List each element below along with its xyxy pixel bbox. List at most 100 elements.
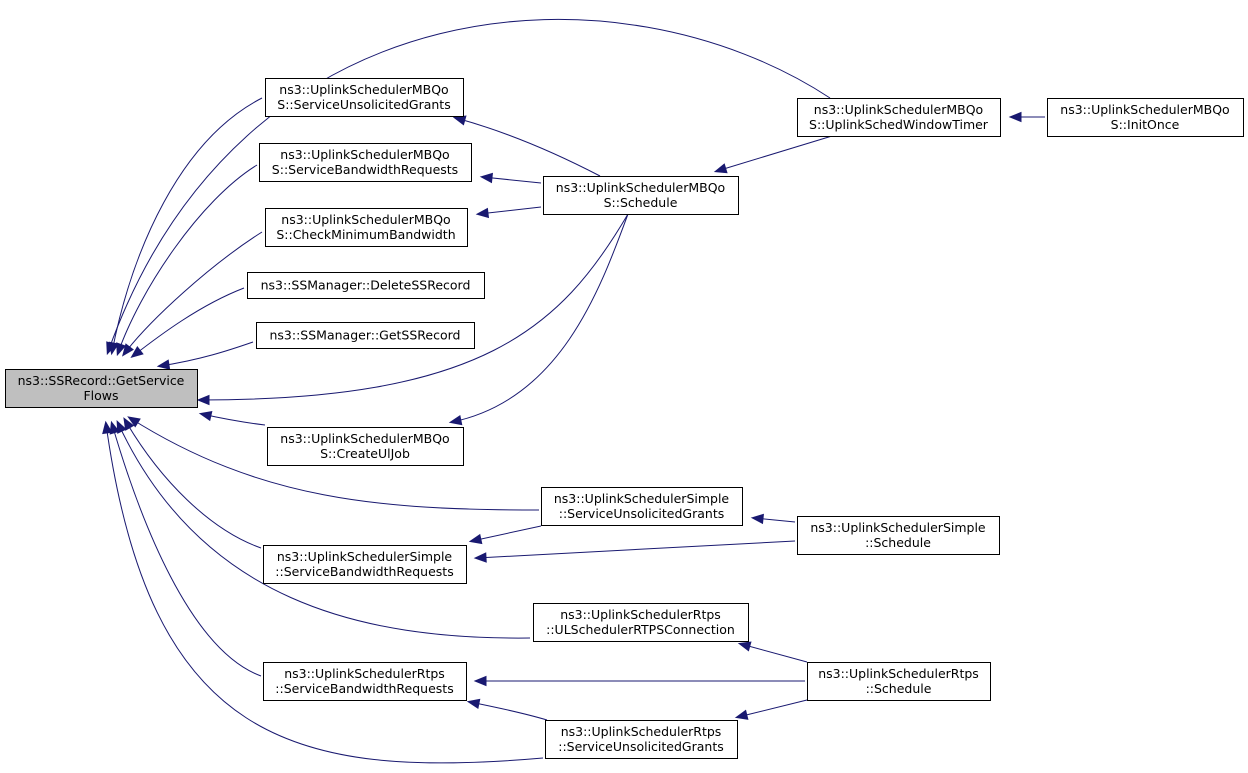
arrowhead-icon xyxy=(116,342,127,357)
edge-mbqos_sug-to-root xyxy=(108,97,263,356)
node-rtps_sbr[interactable]: ns3::UplinkSchedulerRtps::ServiceBandwid… xyxy=(263,662,467,701)
edge-simple_sched-to-simple_sbr xyxy=(473,540,796,563)
edge-mbqos_sched-to-mbqos_sbr xyxy=(479,172,542,184)
node-label: Flows xyxy=(83,388,118,403)
node-box xyxy=(259,143,472,182)
node-rtps_ulrtps[interactable]: ns3::UplinkSchedulerRtps::ULSchedulerRTP… xyxy=(533,603,749,642)
node-box xyxy=(265,78,464,117)
edge-line xyxy=(111,423,262,677)
node-label: S::Schedule xyxy=(604,195,678,210)
arrowhead-icon xyxy=(127,416,141,428)
arrowhead-icon xyxy=(750,513,764,525)
node-rtps_sched[interactable]: ns3::UplinkSchedulerRtps::Schedule xyxy=(807,662,991,701)
node-rtps_sug[interactable]: ns3::UplinkSchedulerRtps::ServiceUnsolic… xyxy=(545,720,738,759)
arrowhead-icon xyxy=(109,420,120,435)
node-label: ::ULSchedulerRTPSConnection xyxy=(546,622,735,637)
edge-line xyxy=(455,117,601,177)
edge-rtps_sbr-to-root xyxy=(109,420,262,677)
edge-line xyxy=(478,206,542,215)
edge-rtps_sug-to-rtps_sbr xyxy=(466,698,548,721)
node-label: ::Schedule xyxy=(865,535,931,550)
node-label: ns3::UplinkSchedulerMBQo xyxy=(280,147,449,162)
node-label: ns3::UplinkSchedulerMBQo xyxy=(814,102,983,117)
arrowhead-icon xyxy=(448,414,463,426)
arrowhead-icon xyxy=(713,163,728,174)
arrowhead-icon xyxy=(156,359,171,370)
node-box xyxy=(265,208,468,247)
node-simple_sbr[interactable]: ns3::UplinkSchedulerSimple::ServiceBandw… xyxy=(263,545,467,584)
node-label: ns3::UplinkSchedulerMBQo xyxy=(279,82,448,97)
edge-line xyxy=(482,176,542,184)
edge-line xyxy=(107,18,831,353)
edge-simple_sug-to-simple_sbr xyxy=(468,525,542,545)
edge-line xyxy=(737,699,808,718)
node-label: S::CheckMinimumBandwidth xyxy=(276,227,455,242)
node-label: ::Schedule xyxy=(866,681,932,696)
node-label: ns3::UplinkSchedulerSimple xyxy=(810,520,986,535)
arrowhead-icon xyxy=(102,420,113,435)
node-mbqos_sug[interactable]: ns3::UplinkSchedulerMBQoS::ServiceUnsoli… xyxy=(265,78,464,117)
arrowhead-icon xyxy=(468,533,483,545)
edge-mbqos_uswt-to-mbqos_sched xyxy=(713,135,833,174)
node-label: ::ServiceUnsolicitedGrants xyxy=(558,739,724,754)
node-box xyxy=(797,98,1001,137)
node-ssm_get[interactable]: ns3::SSManager::GetSSRecord xyxy=(256,322,475,349)
node-box xyxy=(263,662,467,701)
edge-mbqos_sched-to-mbqos_cmb xyxy=(475,206,542,219)
node-mbqos_uswt[interactable]: ns3::UplinkSchedulerMBQoS::UplinkSchedWi… xyxy=(797,98,1001,137)
edge-line xyxy=(105,423,544,764)
arrowhead-icon xyxy=(123,417,135,431)
node-label: ::ServiceBandwidthRequests xyxy=(275,564,453,579)
arrowhead-icon xyxy=(116,419,127,434)
arrowhead-icon xyxy=(475,207,490,219)
node-box xyxy=(807,662,991,701)
arrowhead-icon xyxy=(479,172,493,184)
node-label: ns3::UplinkSchedulerMBQo xyxy=(281,212,450,227)
node-box xyxy=(247,272,485,299)
arrowhead-icon xyxy=(473,675,487,687)
node-ssm_del[interactable]: ns3::SSManager::DeleteSSRecord xyxy=(247,272,485,299)
arrowhead-icon xyxy=(121,343,134,357)
node-label: S::ServiceUnsolicitedGrants xyxy=(277,97,450,112)
edge-rtps_sched-to-rtps_sug xyxy=(734,699,808,720)
arrowhead-icon xyxy=(452,115,467,126)
edge-line xyxy=(123,231,263,355)
edge-line xyxy=(740,643,808,663)
edge-line xyxy=(201,413,266,426)
node-box xyxy=(1047,98,1244,137)
node-box xyxy=(541,487,743,526)
edge-mbqos_sched-to-root xyxy=(196,213,629,406)
arrowhead-icon xyxy=(130,346,144,359)
node-simple_sched[interactable]: ns3::UplinkSchedulerSimple::Schedule xyxy=(797,516,1000,555)
edge-simple_sbr-to-root xyxy=(123,417,262,549)
edge-mbqos_sched-to-mbqos_sug xyxy=(452,115,601,177)
edge-mbqos_sbr-to-root xyxy=(116,164,258,357)
node-mbqos_cmb[interactable]: ns3::UplinkSchedulerMBQoS::CheckMinimumB… xyxy=(265,208,468,247)
edge-rtps_sched-to-rtps_ulrtps xyxy=(737,641,808,663)
node-label: S::UplinkSchedWindowTimer xyxy=(809,117,989,132)
edges xyxy=(102,18,1045,764)
node-box xyxy=(267,427,464,466)
arrowhead-icon xyxy=(473,552,487,563)
node-label: ns3::UplinkSchedulerRtps xyxy=(560,607,721,622)
node-simple_sug[interactable]: ns3::UplinkSchedulerSimple::ServiceUnsol… xyxy=(541,487,743,526)
node-mbqos_sbr[interactable]: ns3::UplinkSchedulerMBQoS::ServiceBandwi… xyxy=(259,143,472,182)
edge-simple_sug-to-root xyxy=(127,416,540,511)
edge-rtps_sched-to-rtps_sbr xyxy=(473,675,805,687)
node-label: ns3::UplinkSchedulerMBQo xyxy=(280,431,449,446)
edge-line xyxy=(132,287,245,357)
edge-line xyxy=(476,540,796,559)
node-label: ns3::UplinkSchedulerRtps xyxy=(284,666,445,681)
arrowhead-icon xyxy=(198,410,213,422)
edge-rtps_sug-to-root xyxy=(102,420,544,764)
edge-line xyxy=(471,525,542,542)
edge-ssm_get-to-root xyxy=(156,341,254,370)
arrowhead-icon xyxy=(466,698,481,710)
node-box xyxy=(256,322,475,349)
node-label: S::ServiceBandwidthRequests xyxy=(272,162,458,177)
